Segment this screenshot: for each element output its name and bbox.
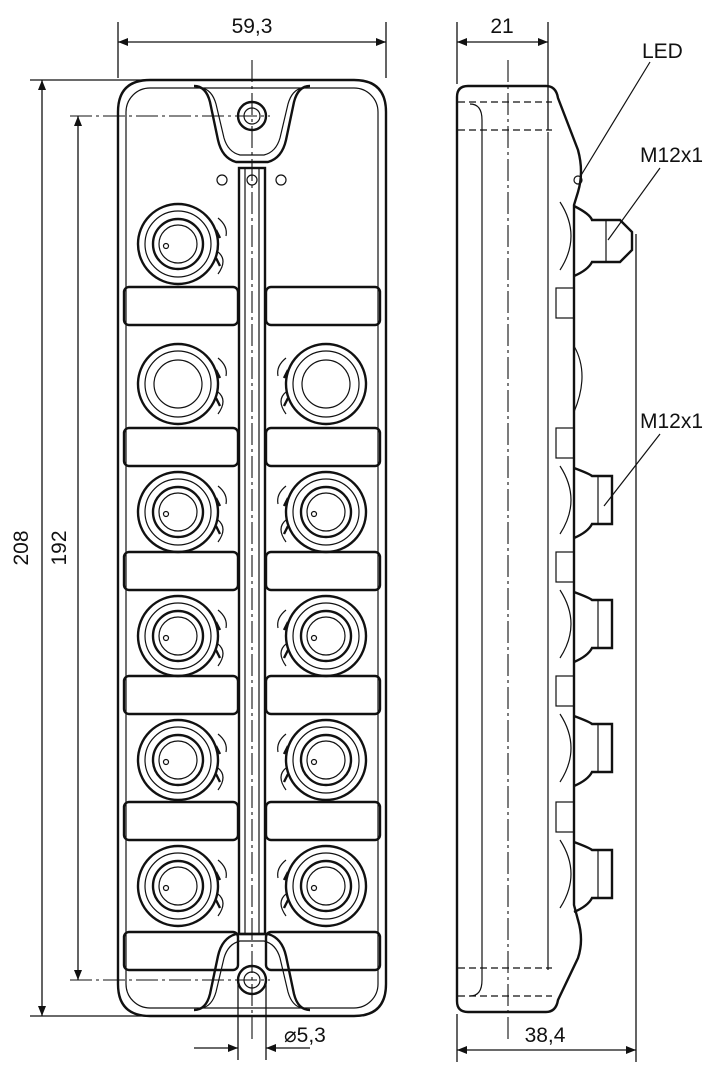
led-indicator (216, 174, 228, 186)
separator-band (264, 800, 382, 842)
separator-band (264, 285, 382, 327)
centerlines (70, 60, 509, 1040)
housing-outline (116, 78, 388, 1018)
side-separator-band (555, 427, 575, 459)
m12-port (277, 594, 368, 678)
side-connector (559, 713, 614, 788)
connector-top-leader (607, 167, 661, 241)
side-connector (559, 839, 614, 914)
dim-hole-spacing-label: 192 (48, 530, 71, 565)
separator-band (122, 800, 240, 842)
side-separator-band (555, 675, 575, 707)
side-connector (559, 201, 634, 278)
led-leader (579, 61, 651, 178)
side-sealed-port (573, 345, 583, 413)
separator-band (122, 550, 240, 592)
led-indicator (275, 174, 287, 186)
side-housing-outline (455, 84, 583, 1014)
dim-depth-label: 21 (490, 15, 513, 38)
dim-total-depth-label: 38,4 (525, 1024, 566, 1047)
dim-hole-diameter-label: ⌀5,3 (284, 1024, 326, 1047)
separator-band (264, 426, 382, 468)
m12-port (136, 718, 227, 802)
side-view (455, 84, 634, 1014)
separator-band (122, 674, 240, 716)
m12-port (136, 844, 227, 928)
port-row (136, 844, 368, 928)
connector-side-callout: M12x1 (640, 410, 703, 433)
side-connector (559, 589, 614, 664)
separator-band (122, 930, 240, 972)
m12-port (277, 844, 368, 928)
m12-port (136, 202, 227, 286)
separator-band (264, 674, 382, 716)
connector-side-leader (603, 433, 661, 507)
m12-port (277, 718, 368, 802)
separator-band (122, 426, 240, 468)
led-callout: LED (642, 40, 683, 63)
m12-port (136, 594, 227, 678)
separator-band (122, 285, 240, 327)
side-separator-band (555, 287, 575, 319)
dim-height-label: 208 (10, 530, 33, 565)
m12-port (136, 470, 227, 554)
side-led-indicator (573, 175, 583, 185)
front-view (116, 78, 388, 1018)
port-row (136, 594, 368, 678)
port-row (136, 202, 227, 286)
port-row (136, 342, 368, 426)
connector-top-callout: M12x1 (640, 144, 703, 167)
m12-port (136, 342, 227, 426)
side-separator-band (555, 801, 575, 833)
side-separator-band (555, 551, 575, 583)
side-connector (559, 465, 614, 540)
dim-width-label: 59,3 (232, 15, 273, 38)
port-row (136, 718, 368, 802)
separator-band (264, 550, 382, 592)
port-row (136, 470, 368, 554)
dimension-lines (30, 22, 637, 1062)
m12-port (277, 342, 368, 426)
separator-band (264, 930, 382, 972)
m12-port (277, 470, 368, 554)
